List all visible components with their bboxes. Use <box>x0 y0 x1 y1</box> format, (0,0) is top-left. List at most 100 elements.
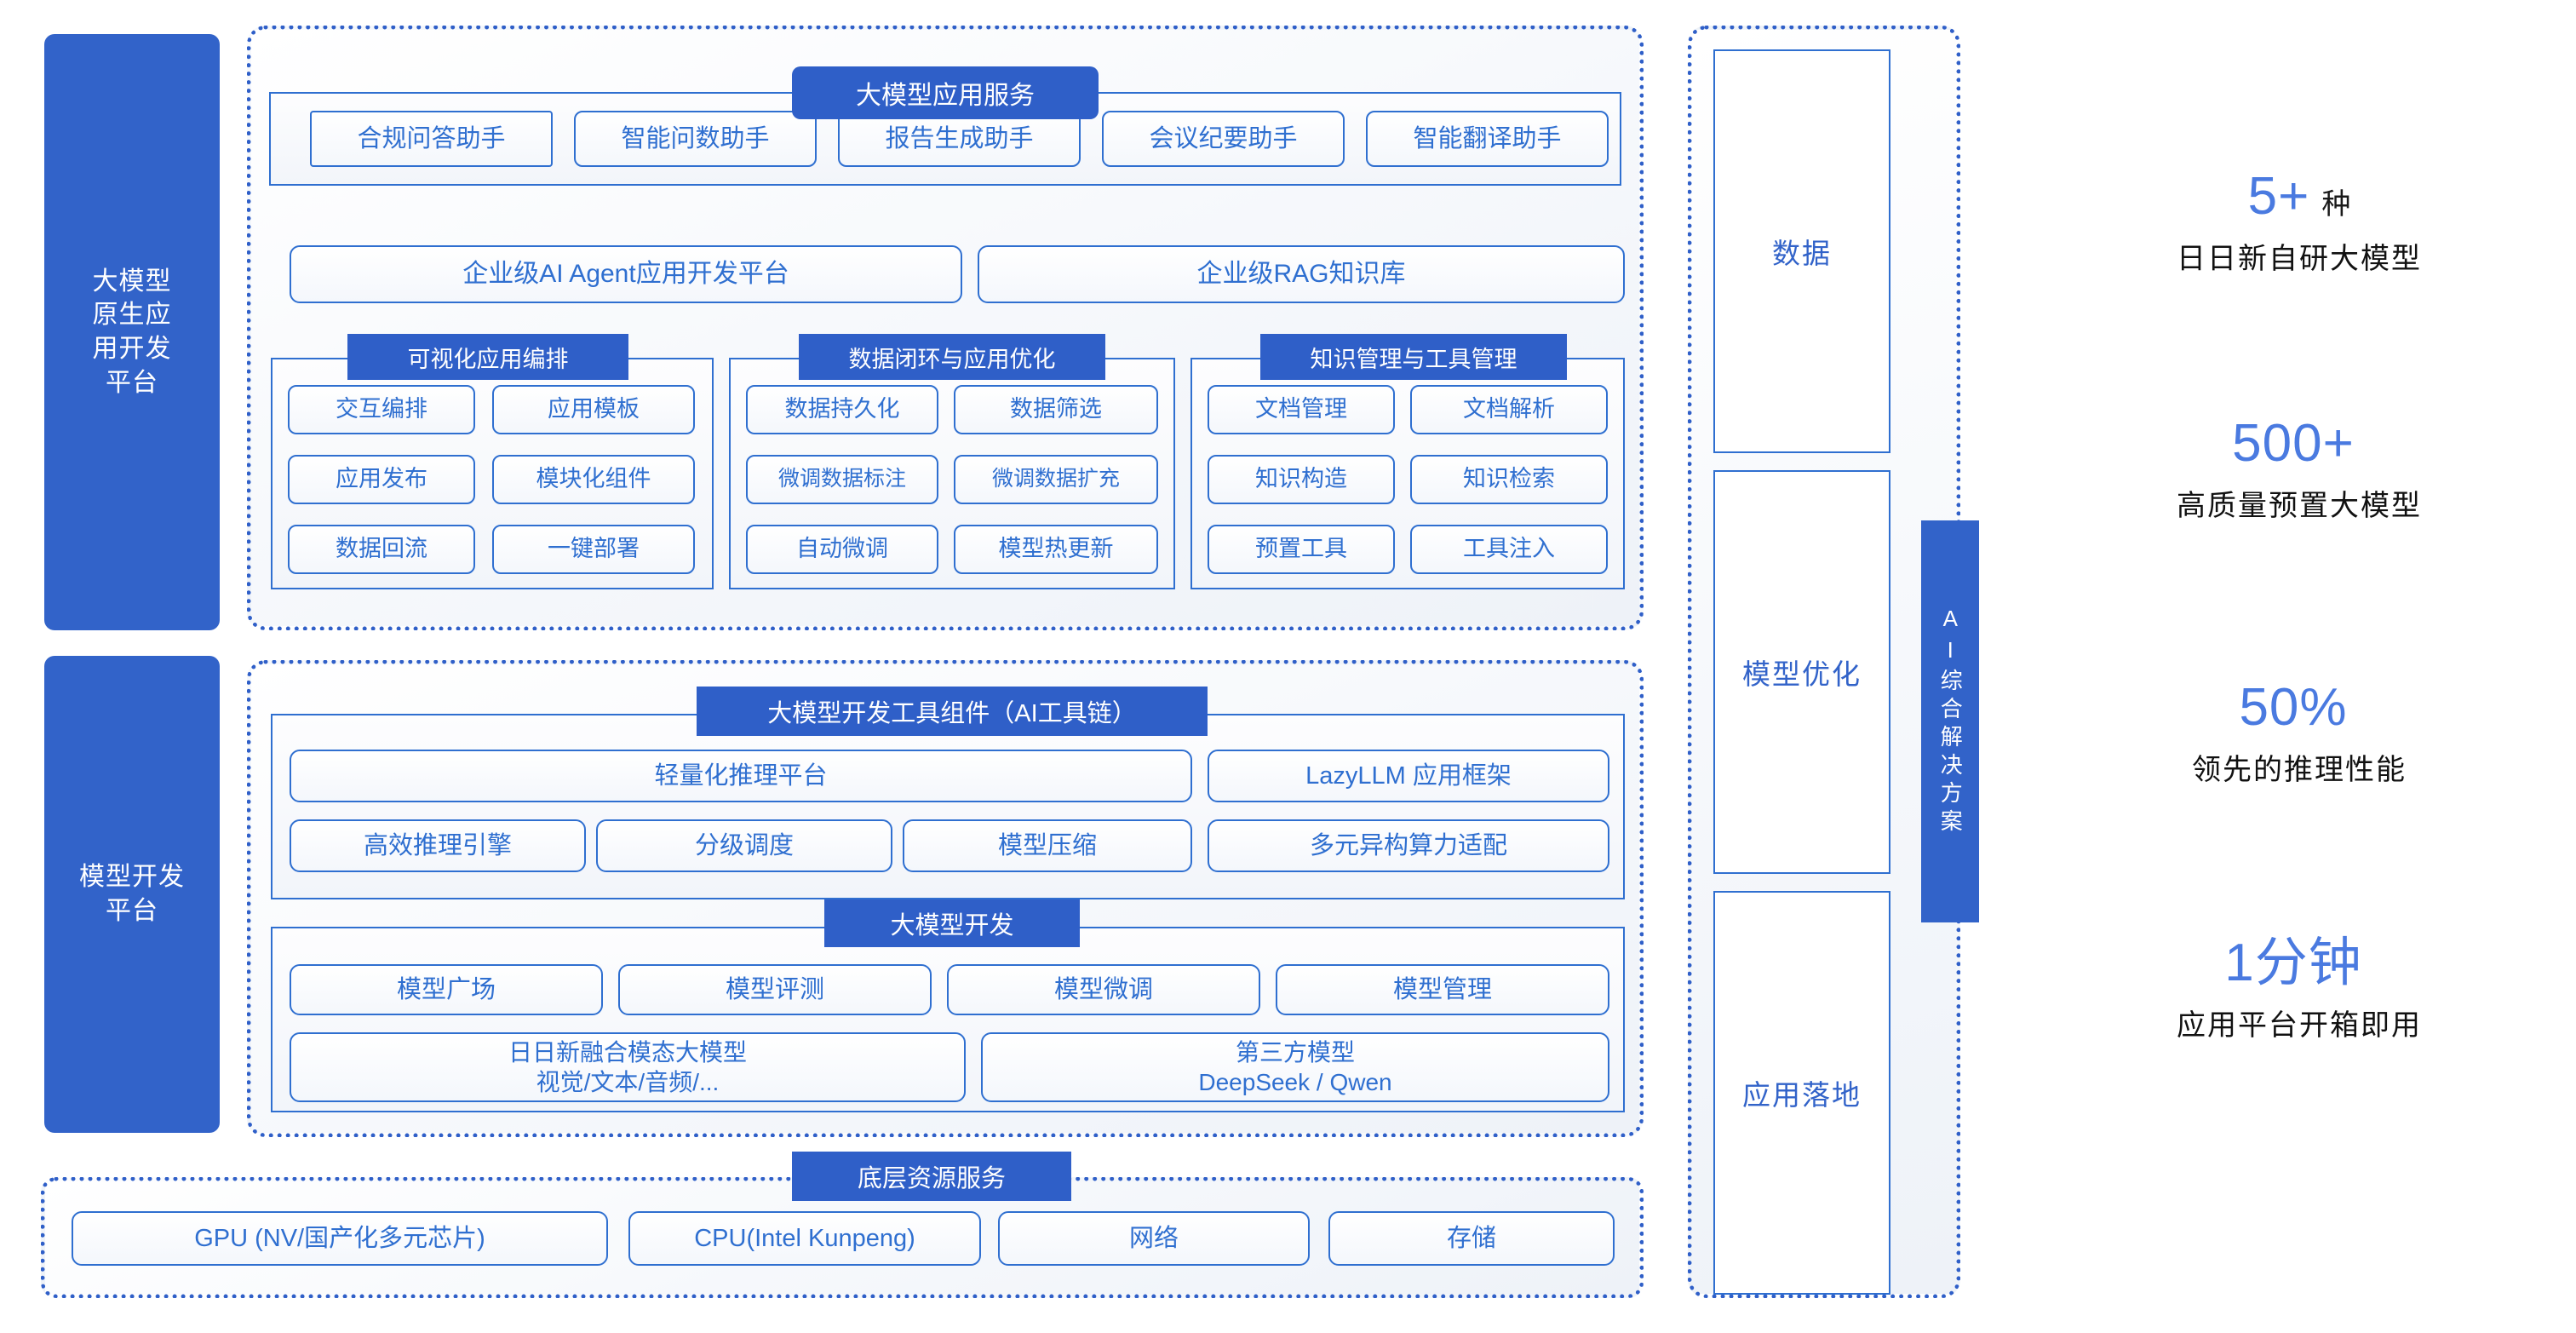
chip-label: 企业级RAG知识库 <box>1196 260 1406 289</box>
platform-chip-rag[interactable]: 企业级RAG知识库 <box>978 245 1625 303</box>
group-0-header: 可视化应用编排 <box>347 334 628 380</box>
infra-item-3[interactable]: 存储 <box>1328 1211 1615 1266</box>
group-0-item-2[interactable]: 应用发布 <box>288 455 475 504</box>
stat-number-wrap: 500+ <box>2061 417 2538 470</box>
rail-model-dev-platform[interactable]: 模型开发 平台 <box>44 656 220 1133</box>
stat-caption: 高质量预置大模型 <box>2177 490 2422 522</box>
app-services-chip-3[interactable]: 会议纪要助手 <box>1102 111 1345 167</box>
chip-label: 轻量化推理平台 <box>654 761 828 790</box>
group-1-item-5[interactable]: 模型热更新 <box>954 525 1158 574</box>
group-0-item-1[interactable]: 应用模板 <box>492 385 695 434</box>
toolchain-narrow-2[interactable]: 模型压缩 <box>903 819 1192 872</box>
chip-label: 企业级AI Agent应用开发平台 <box>462 260 789 289</box>
toolchain-narrow-0[interactable]: 高效推理引擎 <box>290 819 586 872</box>
group-2-item-1[interactable]: 文档解析 <box>1410 385 1608 434</box>
ai-solution-vertical-bar[interactable]: AI综合解决方案 <box>1921 520 1979 922</box>
chip-label: 高效推理引擎 <box>363 831 512 859</box>
stat-number: 1分钟 <box>2224 934 2362 992</box>
group-0-item-3[interactable]: 模块化组件 <box>492 455 695 504</box>
infra-item-0[interactable]: GPU (NV/国产化多元芯片) <box>72 1211 608 1266</box>
stat-number-wrap: 1分钟 <box>2061 937 2538 990</box>
toolchain-header: 大模型开发工具组件（AI工具链） <box>697 687 1208 736</box>
stat-caption: 日日新自研大模型 <box>2177 243 2422 275</box>
right-card-model-optimization[interactable]: 模型优化 <box>1713 470 1890 874</box>
chip-label: 智能问数助手 <box>621 124 770 152</box>
group-1-item-2[interactable]: 微调数据标注 <box>746 455 938 504</box>
group-1-item-1[interactable]: 数据筛选 <box>954 385 1158 434</box>
stat-caption: 领先的推理性能 <box>2192 754 2407 786</box>
chip-label: LazyLLM 应用框架 <box>1305 761 1512 790</box>
group-2-item-2[interactable]: 知识构造 <box>1208 455 1395 504</box>
rail-label-0: 大模型 原生应 用开发 平台 <box>92 267 172 397</box>
right-card-data[interactable]: 数据 <box>1713 49 1890 453</box>
chip-label: 数据回流 <box>336 536 427 562</box>
toolchain-wide-0[interactable]: 轻量化推理平台 <box>290 750 1192 802</box>
toolchain-title: 大模型开发工具组件（AI工具链） <box>767 700 1137 727</box>
app-services-chip-0[interactable]: 合规问答助手 <box>310 111 553 167</box>
group-1-item-3[interactable]: 微调数据扩充 <box>954 455 1158 504</box>
group-2-item-3[interactable]: 知识检索 <box>1410 455 1608 504</box>
rail-llm-native-app-dev-platform[interactable]: 大模型 原生应 用开发 平台 <box>44 34 220 630</box>
group-title: 可视化应用编排 <box>407 346 569 372</box>
group-0-item-4[interactable]: 数据回流 <box>288 525 475 574</box>
chip-label: 应用发布 <box>336 466 427 492</box>
chip-label: 一键部署 <box>548 536 640 562</box>
group-0-item-0[interactable]: 交互编排 <box>288 385 475 434</box>
chip-label: 文档解析 <box>1463 396 1555 422</box>
infra-item-1[interactable]: CPU(Intel Kunpeng) <box>628 1211 981 1266</box>
chip-label: 知识检索 <box>1463 466 1555 492</box>
right-card-application-deployment[interactable]: 应用落地 <box>1713 891 1890 1295</box>
group-1-item-0[interactable]: 数据持久化 <box>746 385 938 434</box>
infra-title: 底层资源服务 <box>857 1165 1006 1192</box>
group-title: 数据闭环与应用优化 <box>848 346 1056 372</box>
infra-header: 底层资源服务 <box>792 1152 1071 1201</box>
chip-label: 工具注入 <box>1463 536 1555 562</box>
group-2-item-0[interactable]: 文档管理 <box>1208 385 1395 434</box>
toolchain-narrow-1[interactable]: 分级调度 <box>596 819 892 872</box>
chip-label-line1: 第三方模型 <box>1235 1039 1355 1066</box>
chip-label: 模块化组件 <box>536 466 651 492</box>
chip-label: 数据筛选 <box>1010 396 1102 422</box>
chip-label: 网络 <box>1128 1224 1179 1252</box>
model-dev-base-0[interactable]: 日日新融合模态大模型 视觉/文本/音频/... <box>290 1032 966 1102</box>
toolchain-narrow-3[interactable]: 多元异构算力适配 <box>1208 819 1609 872</box>
platform-chip-agent[interactable]: 企业级AI Agent应用开发平台 <box>290 245 962 303</box>
chip-label: 多元异构算力适配 <box>1309 831 1507 859</box>
chip-label: 预置工具 <box>1255 536 1347 562</box>
chip-label: 微调数据扩充 <box>991 467 1120 491</box>
chip-label: 分级调度 <box>694 831 794 859</box>
app-services-header: 大模型应用服务 <box>792 66 1099 119</box>
model-dev-item-2[interactable]: 模型微调 <box>947 964 1260 1015</box>
chip-label: 存储 <box>1446 1224 1496 1252</box>
app-services-chip-4[interactable]: 智能翻译助手 <box>1366 111 1609 167</box>
app-services-chip-1[interactable]: 智能问数助手 <box>574 111 817 167</box>
group-1-item-4[interactable]: 自动微调 <box>746 525 938 574</box>
app-services-chip-2[interactable]: 报告生成助手 <box>838 111 1081 167</box>
chip-label: 交互编排 <box>336 396 427 422</box>
chip-label-line2: 视觉/文本/音频/... <box>536 1069 720 1095</box>
app-services-title: 大模型应用服务 <box>856 82 1035 110</box>
model-dev-item-1[interactable]: 模型评测 <box>618 964 932 1015</box>
chip-label: 模型广场 <box>396 975 496 1003</box>
right-card-label: 数据 <box>1772 238 1832 269</box>
stat-2: 50% 领先的推理性能 <box>2061 681 2538 788</box>
chip-label: 数据持久化 <box>784 396 900 422</box>
group-2-item-4[interactable]: 预置工具 <box>1208 525 1395 574</box>
stat-0: 5+种 日日新自研大模型 <box>2061 170 2538 277</box>
infra-item-2[interactable]: 网络 <box>998 1211 1310 1266</box>
group-0-item-5[interactable]: 一键部署 <box>492 525 695 574</box>
chip-label: 模型评测 <box>725 975 824 1003</box>
group-2-item-5[interactable]: 工具注入 <box>1410 525 1608 574</box>
rail-label-1: 模型开发 平台 <box>79 863 185 925</box>
chip-label: 微调数据标注 <box>777 467 906 491</box>
chip-label: 模型压缩 <box>997 831 1097 859</box>
model-dev-base-1[interactable]: 第三方模型 DeepSeek / Qwen <box>981 1032 1609 1102</box>
chip-label: GPU (NV/国产化多元芯片) <box>194 1224 485 1252</box>
chip-label: 会议纪要助手 <box>1149 124 1298 152</box>
chip-label: 自动微调 <box>796 536 888 562</box>
model-dev-item-3[interactable]: 模型管理 <box>1276 964 1609 1015</box>
model-dev-item-0[interactable]: 模型广场 <box>290 964 603 1015</box>
stat-unit: 种 <box>2321 188 2351 221</box>
toolchain-wide-1[interactable]: LazyLLM 应用框架 <box>1208 750 1609 802</box>
group-title: 知识管理与工具管理 <box>1310 346 1517 372</box>
